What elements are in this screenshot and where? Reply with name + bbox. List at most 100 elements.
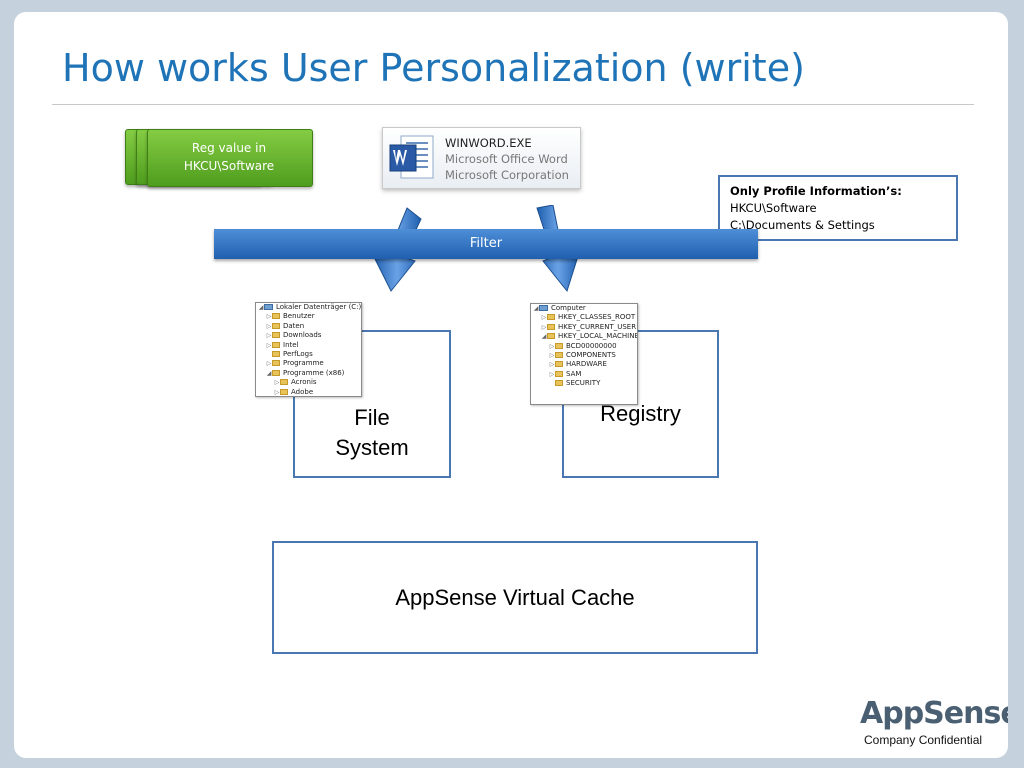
collapse-triangle-icon[interactable]: ▷ [266,322,272,330]
expand-triangle-icon[interactable]: ◢ [533,305,539,312]
folder-icon [272,350,280,357]
registry-tree-item[interactable]: ▷ BCD00000000 [531,342,637,351]
file-system-tree-label: Programme [283,359,324,368]
file-system-label-line1: File [354,405,390,430]
company-confidential: Company Confidential [864,733,983,747]
profile-info-line2: C:\Documents & Settings [730,218,875,232]
registry-tree: ◢ Computer ▷ HKEY_CLASSES_ROOT ▷ HKEY_CURRENT… [530,303,638,405]
registry-tree-label: SECURITY [566,379,601,388]
slide: How works User Personalization (write) R… [14,12,1008,758]
expand-triangle-icon[interactable]: ◢ [258,304,264,311]
file-system-tree-item[interactable]: ▷ Downloads [256,331,361,340]
registry-tree-item[interactable]: ◢ HKEY_LOCAL_MACHINE [531,332,637,341]
process-name: WINWORD.EXE [445,136,532,150]
registry-tree-item[interactable]: ▷HARDWARE [531,360,637,369]
word-icon [389,135,434,179]
file-system-tree-item[interactable]: ▷ Benutzer [256,312,361,321]
collapse-triangle-icon[interactable]: ▷ [274,388,280,396]
file-system-tree-item[interactable]: ▷ Programme [256,359,361,368]
folder-icon [272,332,280,339]
registry-tree-label: HKEY_CURRENT_USER [558,322,637,331]
process-details: WINWORD.EXE Microsoft Office Word Micros… [445,135,569,183]
file-system-tree-item[interactable]: ▷ Daten [256,322,361,331]
registry-tree-label: HKEY_LOCAL_MACHINE [558,332,638,341]
file-system-tree-label: PerfLogs [283,349,313,358]
file-system-tree-label: Downloads [283,331,322,340]
collapse-triangle-icon[interactable]: ▷ [266,313,272,321]
file-system-label-line2: System [335,435,409,460]
process-product: Microsoft Office Word [445,152,568,166]
folder-icon [555,380,563,387]
process-company: Microsoft Corporation [445,168,569,182]
virtual-cache-label: AppSense Virtual Cache [395,584,635,610]
folder-icon [280,388,288,395]
slide-title: How works User Personalization (write) [62,46,805,90]
collapse-triangle-icon[interactable]: ▷ [541,314,547,322]
file-system-tree: ◢ Lokaler Datenträger (C:) ▷ Benutzer ▷ Daten… [255,302,362,397]
profile-info-box: Only Profile Information’s: HKCU\Softwar… [718,175,958,241]
folder-icon [272,341,280,348]
registry-tree-label: SAM [566,369,582,378]
process-card: WINWORD.EXE Microsoft Office Word Micros… [382,127,581,189]
collapse-triangle-icon[interactable]: ▷ [549,370,555,378]
reg-value-card [147,129,313,187]
file-system-tree-item[interactable]: ▷ Adobe [256,387,361,396]
folder-icon [272,313,280,320]
profile-info-heading: Only Profile Information’s: [730,184,902,198]
registry-tree-label: Computer [551,304,586,312]
file-system-tree-item[interactable]: ▷ Intel [256,341,361,350]
registry-tree-item[interactable]: ▷ COMPONENTS [531,351,637,360]
file-system-tree-label: Acronis [291,378,317,387]
folder-icon [280,379,288,386]
collapse-triangle-icon[interactable]: ▷ [266,341,272,349]
registry-tree-label: COMPONENTS [566,350,616,359]
reg-value-line1: Reg value in [191,141,267,155]
file-system-tree-label: Programme (x86) [283,368,345,377]
registry-tree-item[interactable]: ▷ HKEY_CLASSES_ROOT [531,313,637,322]
file-system-tree-item[interactable]: ◢ Programme (x86) [256,369,361,378]
collapse-triangle-icon[interactable]: ▷ [274,379,280,387]
expand-triangle-icon[interactable]: ◢ [541,333,547,341]
folder-icon [272,360,280,367]
folder-icon [555,342,563,349]
file-system-tree-label: Benutzer [283,312,315,321]
file-system-tree-label: Adobe [291,387,314,396]
file-system-tree-item[interactable]: PerfLogs [256,350,361,359]
virtual-cache-box: AppSense Virtual Cache [272,541,758,654]
reg-value-line2: HKCU\Software [183,159,275,173]
collapse-triangle-icon[interactable]: ▷ [549,342,555,350]
folder-icon [272,369,280,376]
registry-tree-label: HKEY_CLASSES_ROOT [558,313,636,322]
collapse-triangle-icon[interactable]: ▷ [549,361,555,369]
file-system-tree-label: Lokaler Datenträger (C:) [276,303,362,311]
collapse-triangle-icon[interactable]: ▷ [541,323,547,331]
folder-icon [272,322,280,329]
file-system-tree-item[interactable]: ▷ Acronis [256,378,361,387]
folder-icon [555,361,563,368]
profile-info-line1: HKCU\Software [730,201,817,215]
drive-icon [264,304,273,310]
logo-part-sense: Sense [923,696,1008,731]
collapse-triangle-icon[interactable]: ▷ [266,360,272,368]
file-system-tree-item[interactable]: ◢ Lokaler Datenträger (C:) [256,303,361,312]
computer-icon [539,305,548,311]
registry-tree-item[interactable]: ▷ HKEY_CURRENT_USER [531,323,637,332]
collapse-triangle-icon[interactable]: ▷ [549,351,555,359]
logo-part-app: App [860,696,924,731]
filter-bar: Filter [214,229,758,259]
folder-icon [547,323,555,330]
registry-label: Registry [600,401,681,426]
expand-triangle-icon[interactable]: ◢ [266,369,272,377]
registry-tree-label: BCD00000000 [566,341,617,350]
folder-icon [555,370,563,377]
file-system-tree-label: Intel [283,340,299,349]
registry-tree-item[interactable]: ◢ Computer [531,304,637,313]
appsense-logo: AppSense® [860,696,1008,731]
folder-icon [547,314,555,321]
registry-tree-item[interactable]: ▷ SAM [531,370,637,379]
file-system-tree-label: Daten [283,321,305,330]
collapse-triangle-icon[interactable]: ▷ [266,332,272,340]
folder-icon [547,333,555,340]
registry-tree-item[interactable]: SECURITY [531,379,637,388]
title-divider [52,104,974,105]
